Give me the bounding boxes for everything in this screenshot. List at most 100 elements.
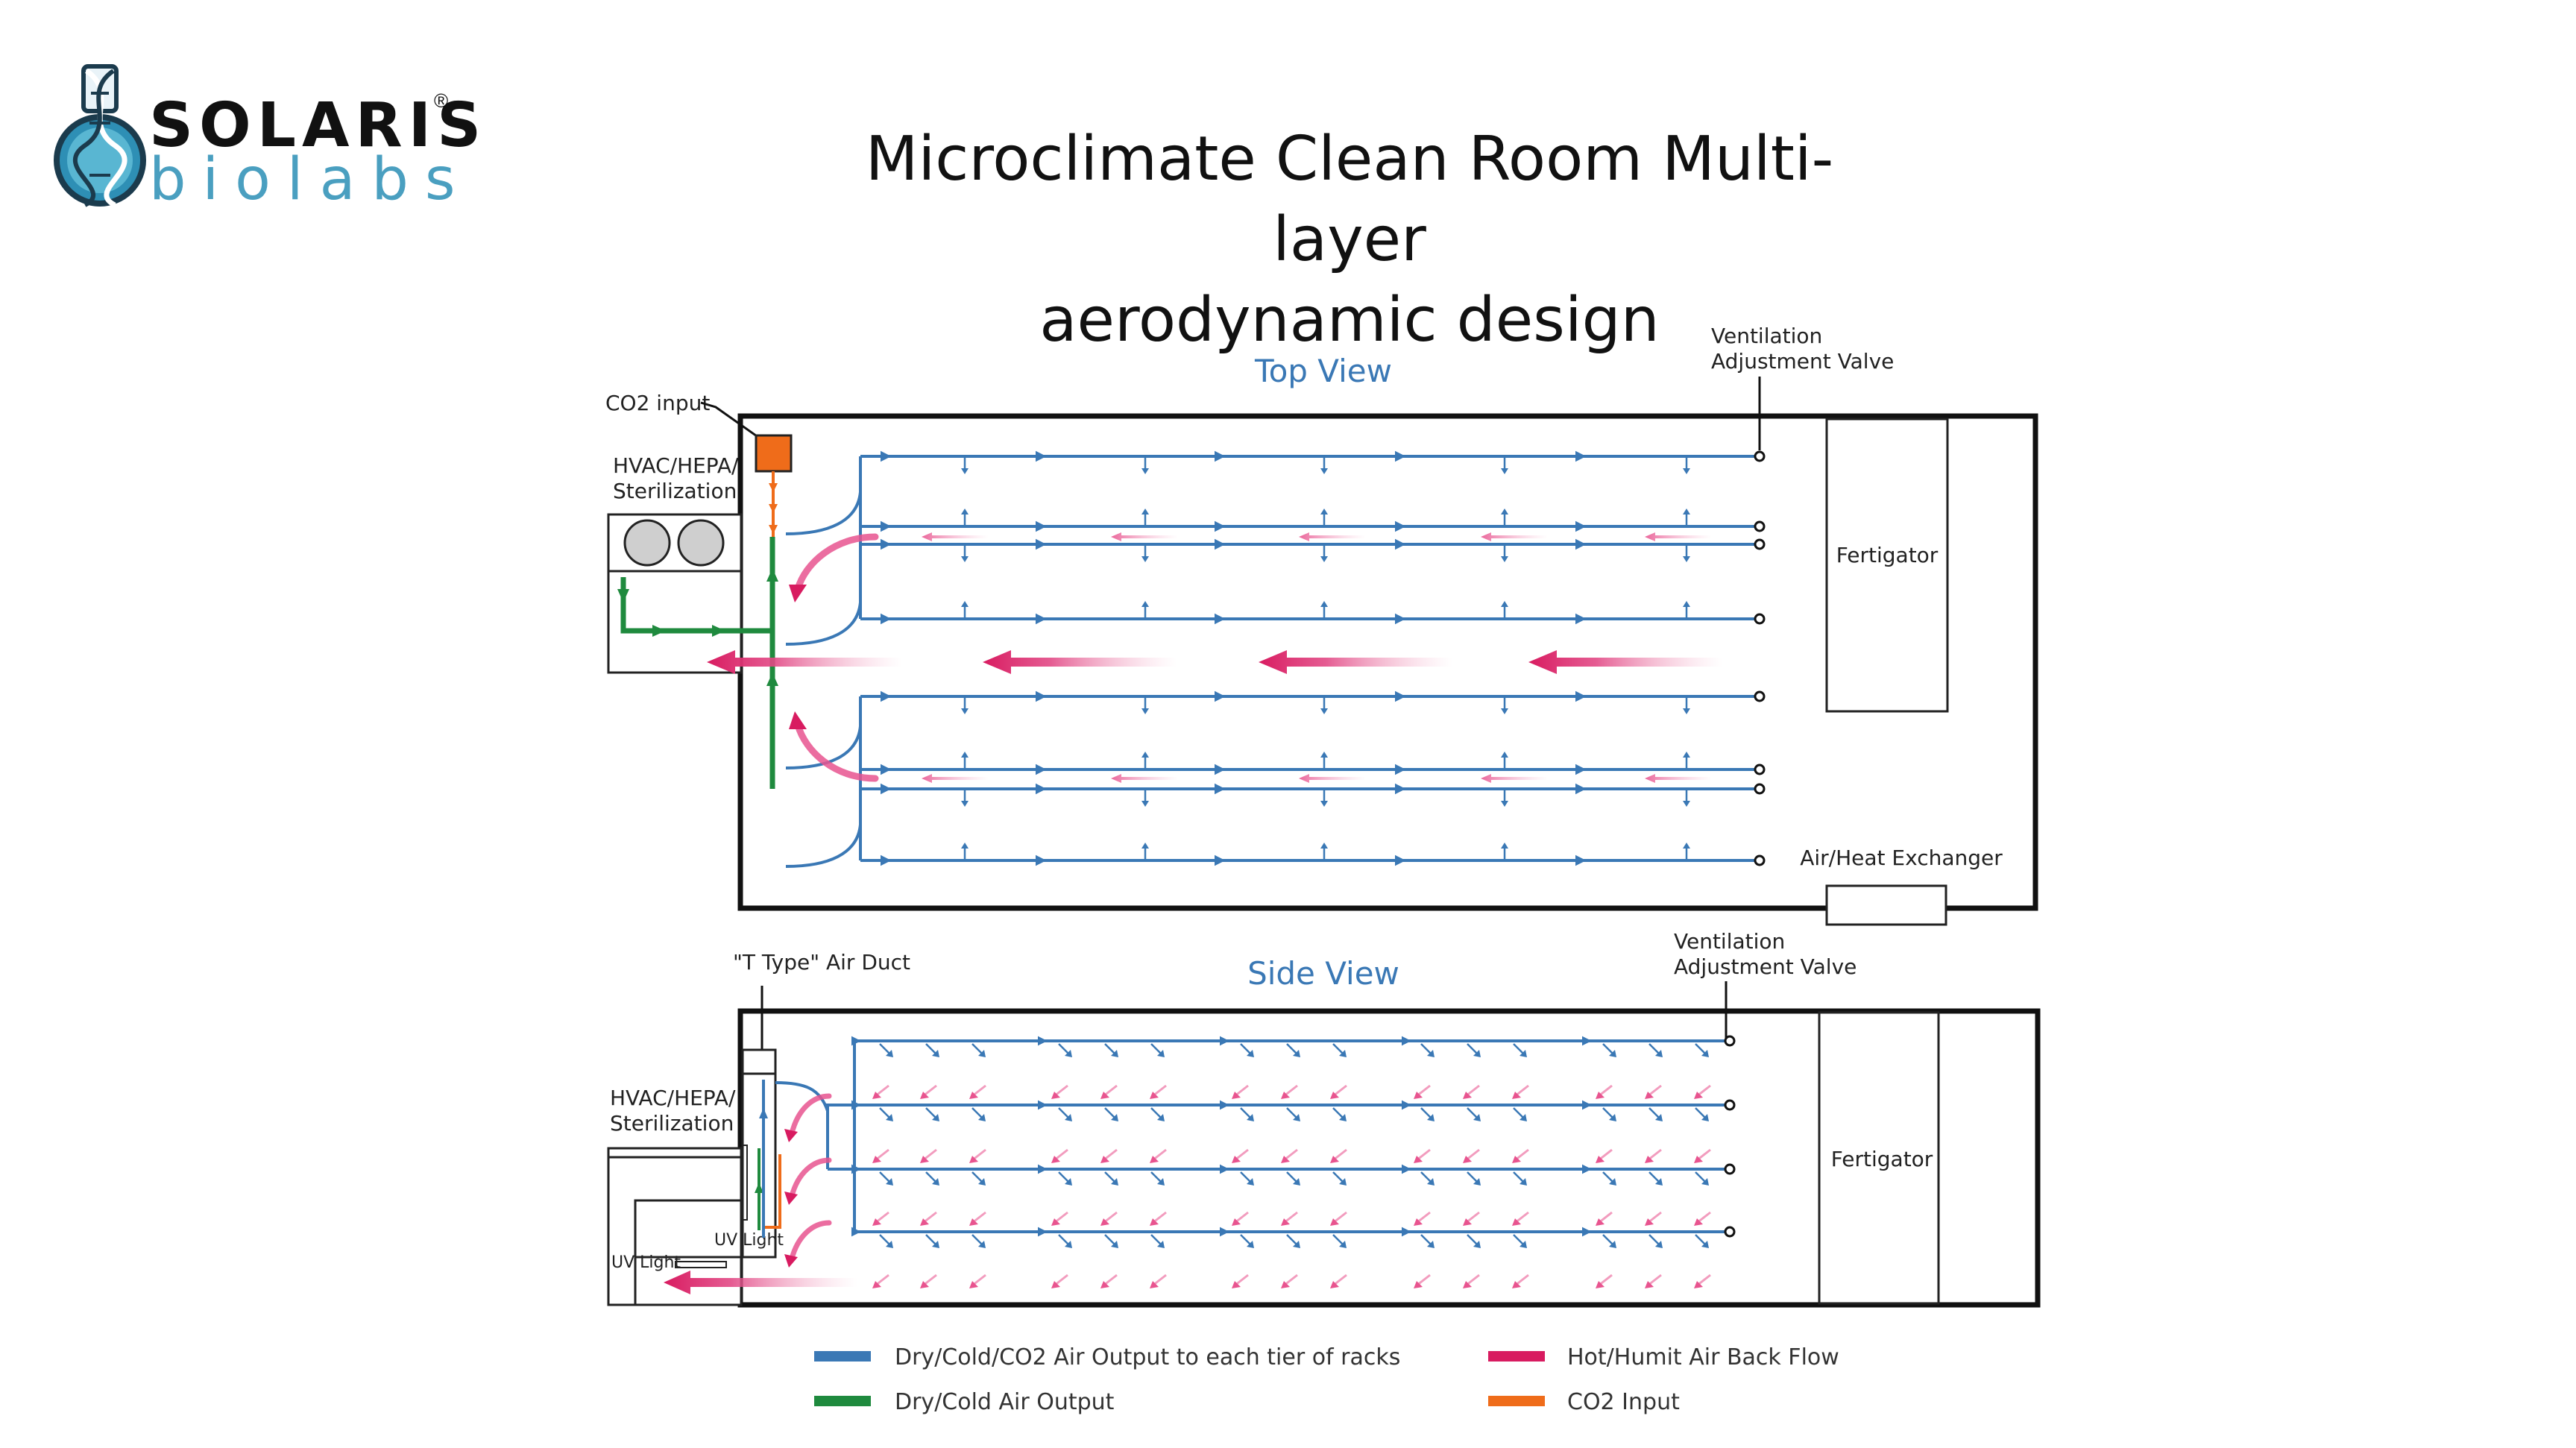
valve-icon	[1724, 1163, 1736, 1175]
valve-icon	[1754, 613, 1766, 625]
side-backflow-head	[1330, 1281, 1339, 1288]
side-vent	[1467, 1234, 1478, 1246]
side-vent	[925, 1234, 937, 1246]
side-vent	[1332, 1107, 1344, 1119]
side-backflow-curve	[789, 1220, 832, 1262]
side-backflow-head	[969, 1092, 978, 1099]
side-vent-head	[932, 1241, 939, 1248]
flow-arrow-right	[1575, 690, 1587, 702]
side-vent	[1602, 1107, 1614, 1119]
flow-arrow-right	[1038, 1227, 1048, 1237]
side-vent	[1602, 1043, 1614, 1055]
top-valve-label-1: Ventilation	[1711, 324, 1822, 348]
side-vent-head	[1247, 1114, 1254, 1121]
side-vent	[1420, 1234, 1432, 1246]
side-vent	[1150, 1107, 1162, 1119]
side-vent-head	[1655, 1178, 1663, 1186]
side-backflow-head	[1645, 1281, 1654, 1288]
vent-arrow	[961, 601, 969, 607]
side-backflow-head	[1281, 1281, 1290, 1288]
flow-arrow-right	[1395, 854, 1406, 866]
side-vent	[1286, 1171, 1298, 1183]
vent-arrow	[1320, 556, 1328, 562]
brand-subname: biolabs	[149, 146, 472, 213]
side-vent	[1286, 1043, 1298, 1055]
side-vent	[1420, 1107, 1432, 1119]
side-vent-head	[1473, 1050, 1481, 1057]
side-vent	[1104, 1171, 1116, 1183]
side-backflow-curve	[789, 1157, 832, 1199]
side-vent-head	[1293, 1178, 1300, 1186]
side-vent-head	[1065, 1241, 1072, 1248]
legend-item-green: Dry/Cold Air Output	[814, 1389, 1115, 1415]
side-vent	[1420, 1171, 1432, 1183]
top-pink-backflow	[707, 532, 1722, 783]
side-backflow-head	[872, 1281, 881, 1288]
side-uv-light-icon-2	[742, 1145, 748, 1221]
flow-arrow-right	[1575, 783, 1587, 795]
flow-arrow-right	[1582, 1036, 1592, 1046]
side-backflow-head	[1232, 1156, 1241, 1163]
legend: Dry/Cold/CO2 Air Output to each tier of …	[814, 1344, 1839, 1415]
side-vent-head	[1339, 1114, 1347, 1121]
vent-arrow	[1683, 556, 1690, 562]
vent-arrow	[1141, 601, 1149, 607]
backflow-arrow-small	[1481, 532, 1548, 541]
side-backflow-head	[1645, 1156, 1654, 1163]
side-vent	[1240, 1171, 1252, 1183]
side-vent-head	[932, 1114, 939, 1121]
side-vent	[1058, 1043, 1070, 1055]
side-vent-head	[886, 1241, 893, 1248]
side-vent-head	[978, 1114, 986, 1121]
side-vent	[1695, 1043, 1707, 1055]
side-vent	[1420, 1043, 1432, 1055]
top-valve-label-2: Adjustment Valve	[1711, 349, 1894, 374]
flow-arrow-right	[1215, 520, 1226, 532]
vent-arrow	[1501, 468, 1508, 474]
side-vent-head	[886, 1050, 893, 1057]
side-backflow-head	[1281, 1218, 1290, 1226]
side-vent-head	[1339, 1241, 1347, 1248]
side-backflow-head	[1330, 1218, 1339, 1226]
side-vent-head	[1111, 1114, 1118, 1121]
side-backflow-head	[920, 1218, 929, 1226]
side-vent	[925, 1043, 937, 1055]
side-vent-head	[1157, 1241, 1165, 1248]
flow-arrow-right	[851, 1036, 861, 1046]
side-vent	[1648, 1107, 1660, 1119]
vent-arrow	[1320, 801, 1328, 807]
backflow-arrow-small	[1481, 774, 1548, 783]
side-backflow-head	[1281, 1092, 1290, 1099]
side-vent	[1240, 1107, 1252, 1119]
side-vent	[1104, 1107, 1116, 1119]
flow-arrow-right	[1215, 450, 1226, 462]
legend-swatch-green	[814, 1396, 871, 1406]
side-backflow-head	[1463, 1092, 1472, 1099]
side-backflow-head	[1281, 1156, 1290, 1163]
flow-arrow-right	[1395, 538, 1406, 550]
flow-arrow-right	[881, 538, 892, 550]
flow-arrow-right	[1575, 613, 1587, 625]
vent-arrow	[1683, 843, 1690, 849]
top-co2-leader	[700, 401, 765, 443]
side-vent	[1513, 1107, 1525, 1119]
side-backflow-head	[1645, 1092, 1654, 1099]
side-vent	[1150, 1171, 1162, 1183]
backflow-arrow-small	[1645, 774, 1712, 783]
side-vent	[1648, 1043, 1660, 1055]
backflow-arrow	[983, 650, 1177, 674]
flow-arrow-right	[1582, 1227, 1592, 1237]
backflow-arrow-small	[1299, 774, 1366, 783]
side-vent-head	[1065, 1114, 1072, 1121]
side-valve-label-1: Ventilation	[1674, 929, 1785, 954]
brand-name: SOLARIS	[149, 90, 488, 161]
side-vent-head	[978, 1178, 986, 1186]
side-vent-head	[1247, 1178, 1254, 1186]
side-vent	[1602, 1234, 1614, 1246]
flow-arrow-right	[1215, 783, 1226, 795]
flow-arrow-right	[1036, 854, 1047, 866]
valve-icon	[1754, 764, 1766, 775]
side-view: Side View Fertigator Ventilation Adjustm…	[607, 929, 2041, 1308]
side-backflow-head	[1645, 1218, 1654, 1226]
side-backflow-exit	[664, 1271, 857, 1294]
